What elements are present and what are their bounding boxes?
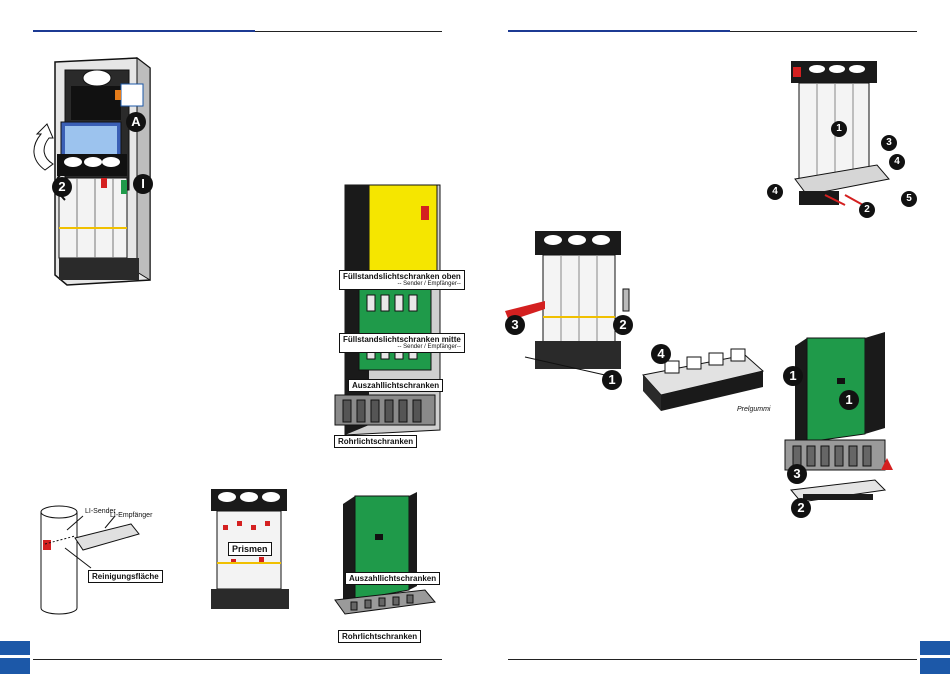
label-prisms: Prismen	[228, 542, 272, 556]
label-payout-sensors: Auszahllichtschranken	[348, 379, 443, 392]
callout-r2-1: 1	[602, 370, 622, 390]
payout-board-removal-illustration	[785, 330, 900, 525]
callout-r4-2: 2	[791, 498, 811, 518]
callout-a: A	[126, 112, 146, 132]
prelgummi-label: Prelgummi	[737, 406, 770, 413]
payout-board-illustration	[335, 490, 445, 630]
label-fill-sensors-top: Füllstandslichtschranken oben -- Sender …	[339, 270, 465, 290]
callout-r2-2: 2	[613, 315, 633, 335]
callout-1-lever: I	[133, 174, 153, 194]
label-tube-sensors-2: Rohrlichtschranken	[338, 630, 421, 643]
callout-r4-1a: 1	[783, 366, 803, 386]
callout-r4-3: 3	[787, 464, 807, 484]
page-tab-left-upper	[0, 641, 30, 655]
page-tab-right-lower	[920, 658, 950, 674]
callout-r1-4b: 4	[767, 184, 783, 200]
callout-r1-5: 5	[901, 191, 917, 207]
page-tab-left-lower	[0, 658, 30, 674]
header-rule-left	[255, 31, 442, 32]
label-fill-sensors-top-text: Füllstandslichtschranken oben	[343, 272, 461, 281]
li-receiver-label: LI-Empfänger	[110, 512, 152, 519]
footer-rule-left	[33, 659, 442, 660]
footer-rule-right	[508, 659, 917, 660]
callout-r4-1b: 1	[839, 390, 859, 410]
callout-2-remove: 2	[52, 177, 72, 197]
callout-r1-2: 2	[859, 202, 875, 218]
header-rule-right	[730, 31, 917, 32]
label-payout-sensors-2: Auszahllichtschranken	[345, 572, 440, 585]
callout-r1-3: 3	[881, 135, 897, 151]
callout-r1-1: 1	[831, 121, 847, 137]
header-rule-right-accent	[508, 30, 730, 32]
callout-r2-3: 3	[505, 315, 525, 335]
changer-front-illustration	[25, 50, 165, 290]
tube-assembly-removal-illustration	[505, 225, 640, 390]
label-fill-sensors-top-sub: -- Sender / Empfänger--	[343, 281, 461, 288]
label-cleaning-surface: Reinigungsfläche	[88, 570, 163, 583]
label-fill-sensors-mid: Füllstandslichtschranken mitte -- Sender…	[339, 333, 465, 353]
callout-r1-4a: 4	[889, 154, 905, 170]
header-rule-left-accent	[33, 30, 255, 32]
label-fill-sensors-mid-text: Füllstandslichtschranken mitte	[343, 335, 461, 344]
label-fill-sensors-mid-sub: -- Sender / Empfänger--	[343, 344, 461, 351]
label-tube-sensors: Rohrlichtschranken	[334, 435, 417, 448]
sensor-housing-illustration	[325, 180, 445, 460]
callout-r3-4: 4	[651, 344, 671, 364]
page-tab-right-upper	[920, 641, 950, 655]
